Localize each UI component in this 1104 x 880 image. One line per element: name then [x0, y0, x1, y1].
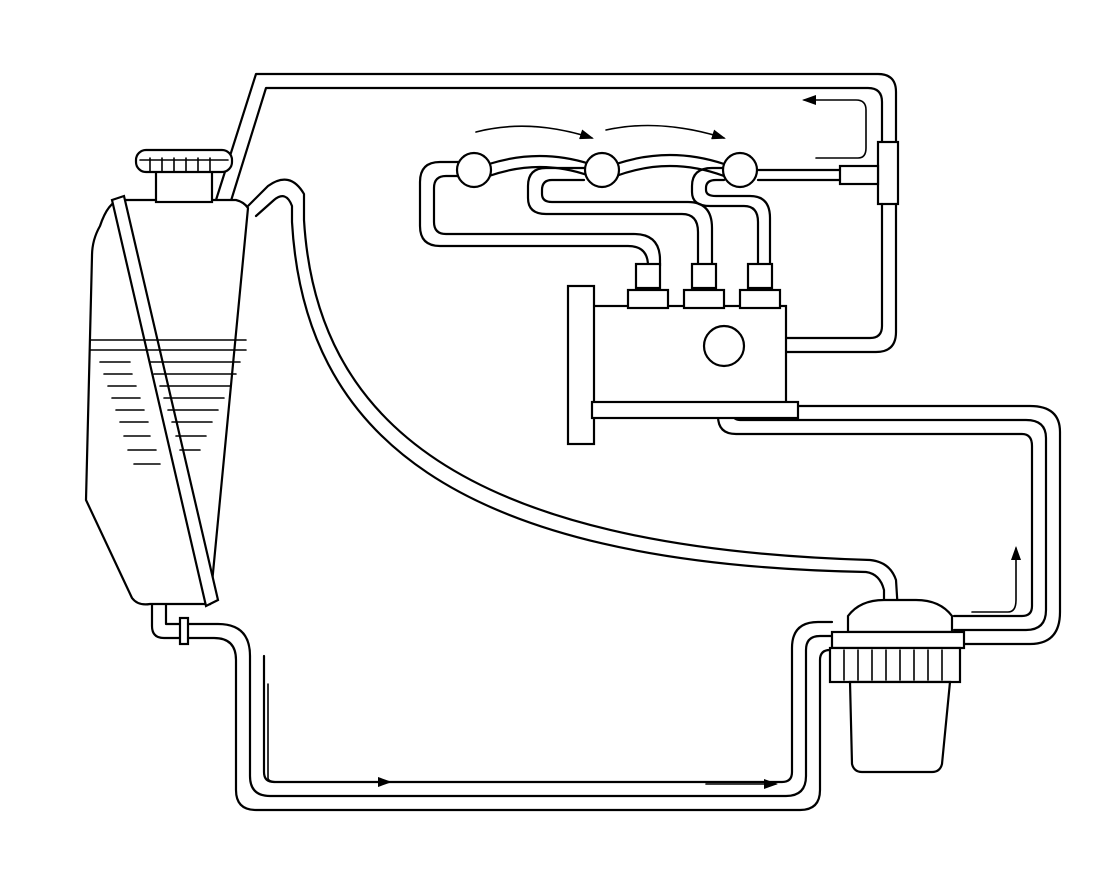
- injector-icon-2: [583, 151, 621, 189]
- flow-arrows: [267, 95, 1021, 789]
- injector-icon-1: [455, 151, 493, 189]
- injection-pump: [566, 262, 800, 446]
- fuel-tank: [84, 194, 250, 608]
- tee-fitting: [838, 140, 900, 206]
- injector-leakoff-line: [487, 153, 842, 182]
- tank-to-filter-line: [242, 178, 900, 614]
- fuel-filter: [828, 598, 966, 774]
- tank-to-filter-suction-line: [150, 598, 834, 812]
- injector-icon-3: [721, 151, 759, 189]
- fuel-level-lines: [89, 339, 247, 465]
- injectors: [455, 151, 759, 189]
- pump-leakoff-line: [744, 202, 898, 354]
- return-line: [214, 72, 898, 206]
- high-pressure-lines: [418, 160, 772, 268]
- filler-cap: [134, 148, 234, 204]
